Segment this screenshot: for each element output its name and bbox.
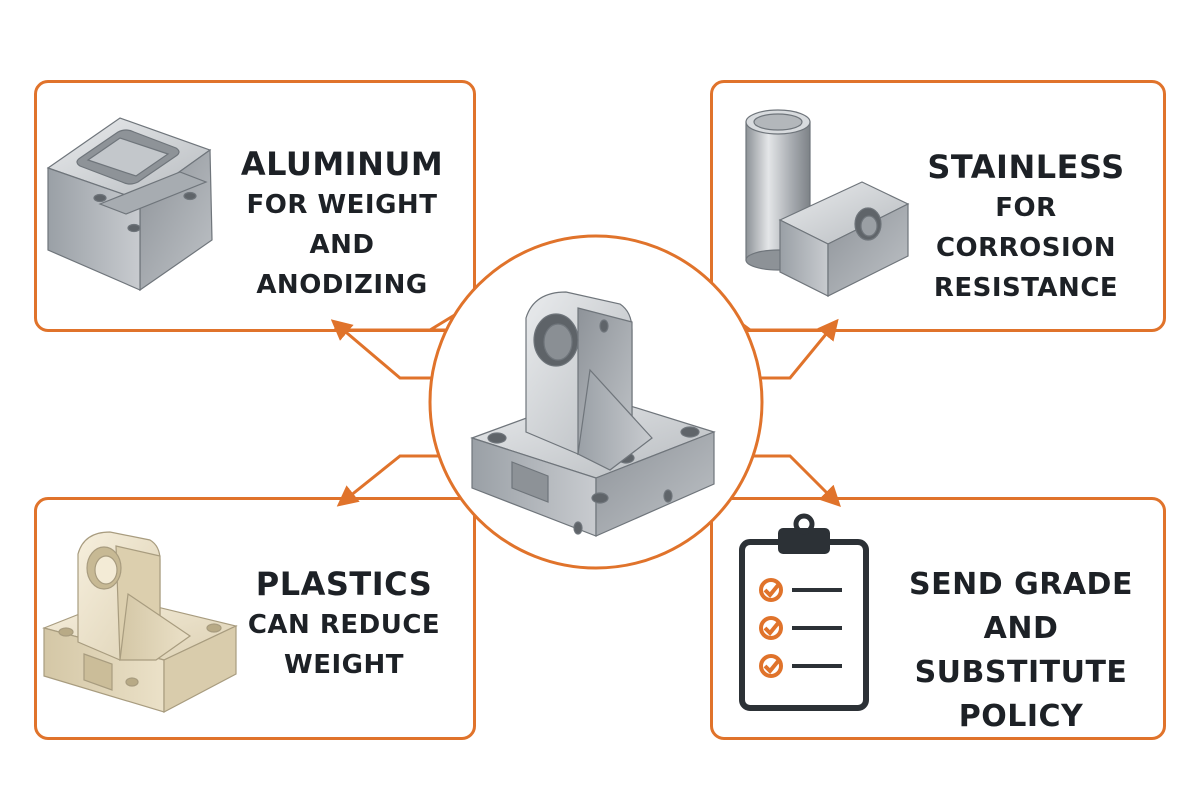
plastics-line-2: WEIGHT (284, 650, 404, 680)
grade-line-2: AND SUBSTITUTE (914, 611, 1128, 690)
arrow-to-stainless (750, 318, 839, 380)
stainless-line-1: FOR CORROSION (935, 193, 1117, 263)
stainless-title: STAINLESS (927, 148, 1125, 186)
arrow-to-aluminum (330, 319, 440, 380)
plastic-bracket-icon (42, 531, 238, 713)
grade-policy-label: SEND GRADE AND SUBSTITUTE POLICY (890, 563, 1152, 739)
aluminum-line-1: FOR WEIGHT (246, 190, 438, 220)
arrow-to-grade (750, 454, 841, 507)
plastics-line-1: CAN REDUCE (247, 610, 441, 640)
aluminum-label: ALUMINUM FOR WEIGHT AND ANODIZING (230, 143, 454, 305)
grade-line-1: SEND GRADE (909, 567, 1133, 602)
plastics-label: PLASTICS CAN REDUCE WEIGHT (230, 563, 458, 685)
aluminum-block-icon (46, 117, 213, 292)
grade-line-3: POLICY (958, 699, 1084, 734)
arrow-to-plastics (336, 454, 440, 507)
aluminum-line-2: AND ANODIZING (256, 230, 428, 300)
metal-bracket-icon (470, 291, 716, 537)
stainless-parts-icon (745, 109, 910, 297)
stainless-label: STAINLESS FOR CORROSION RESISTANCE (906, 146, 1146, 308)
plastics-title: PLASTICS (255, 565, 433, 603)
aluminum-title: ALUMINUM (240, 145, 444, 183)
clipboard-checklist-icon (739, 513, 869, 711)
stainless-line-2: RESISTANCE (933, 273, 1119, 303)
